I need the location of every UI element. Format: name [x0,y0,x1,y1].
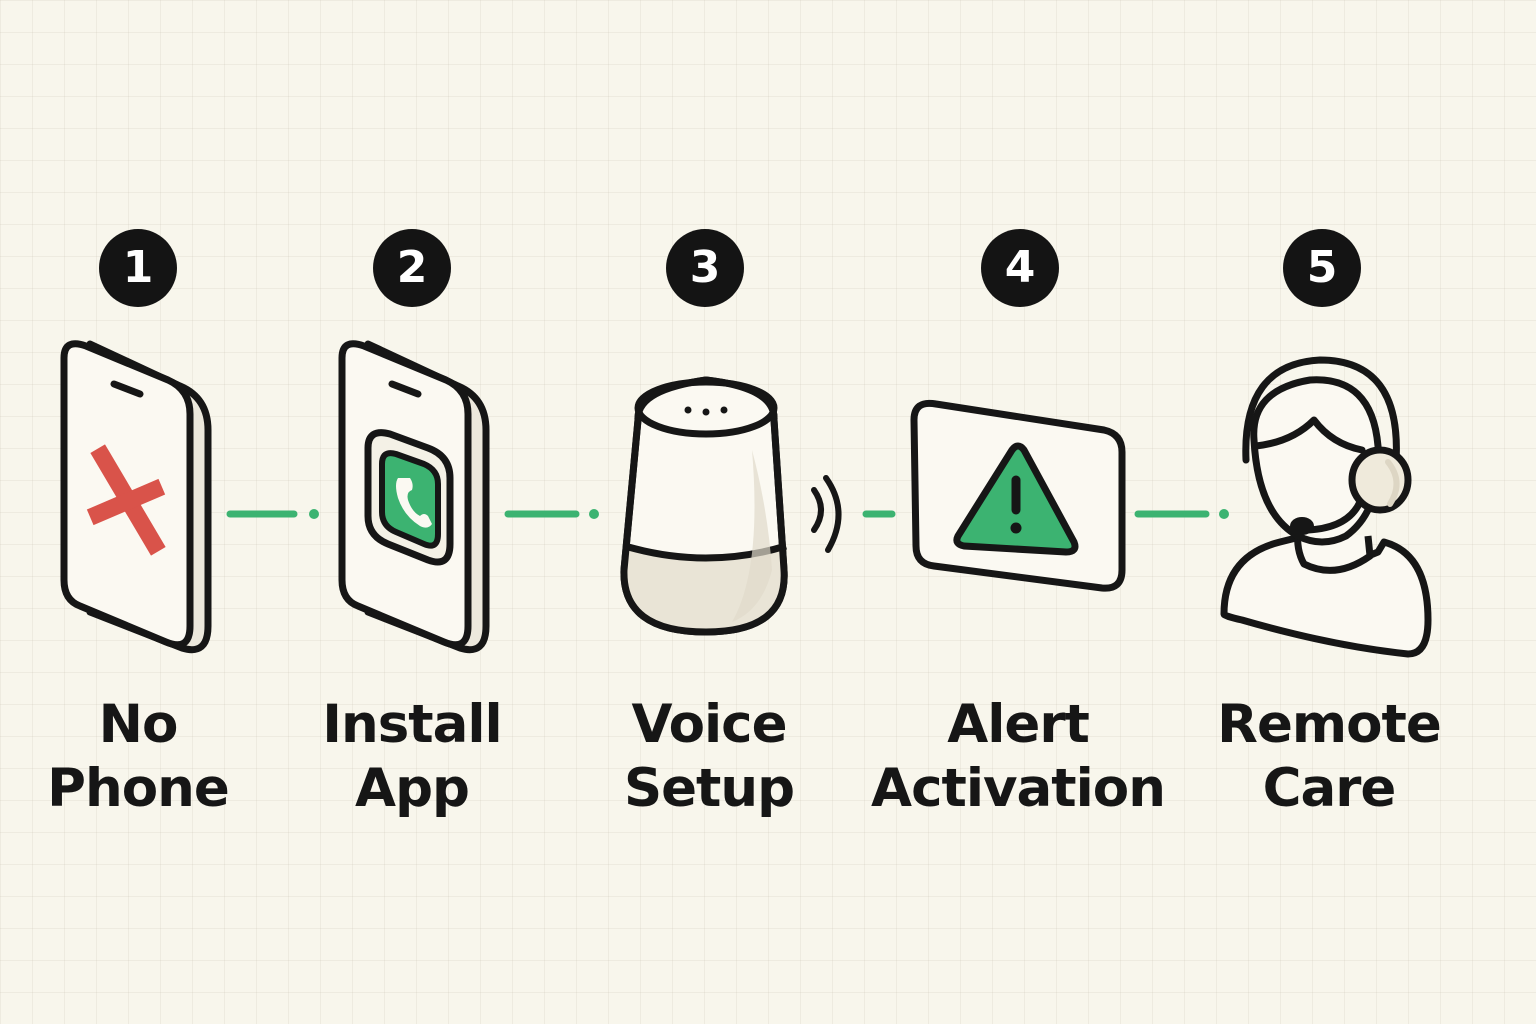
step-3-label-line1: Voice [631,694,787,755]
headset-agent-icon [1220,356,1432,658]
step-1-label-line1: No [98,694,179,755]
step-2-label-line1: Install [322,694,502,755]
red-cross-mark [86,444,166,556]
step-4-label-line2: Activation [871,758,1166,819]
step-4-badge: 4 [981,229,1059,307]
connector-1-2 [226,509,319,519]
smart-speaker-icon [620,376,788,636]
step-1-badge: 1 [99,229,177,307]
step-5-label: Remote Care [1169,693,1489,821]
step-5-badge: 5 [1283,229,1361,307]
phone-app-icon [338,340,490,654]
step-2-label-line2: App [355,758,470,819]
step-1-label: No Phone [0,693,298,821]
phone-crossed-icon [60,340,212,654]
step-4-label: Alert Activation [858,693,1178,821]
alert-screen-icon [910,399,1126,592]
sound-waves-icon [811,475,842,553]
step-3-badge: 3 [666,229,744,307]
step-1-label-line2: Phone [47,758,230,819]
connector-4-5 [1134,509,1229,519]
step-2-badge: 2 [373,229,451,307]
step-3-label-line2: Setup [623,758,795,819]
step-5-label-line2: Care [1262,758,1397,819]
connector-2-3 [504,509,599,519]
step-4-label-line1: Alert [947,694,1090,755]
step-5-label-line1: Remote [1217,694,1442,755]
step-2-label: Install App [252,693,572,821]
connector-3-4 [862,510,896,518]
step-3-label: Voice Setup [549,693,869,821]
